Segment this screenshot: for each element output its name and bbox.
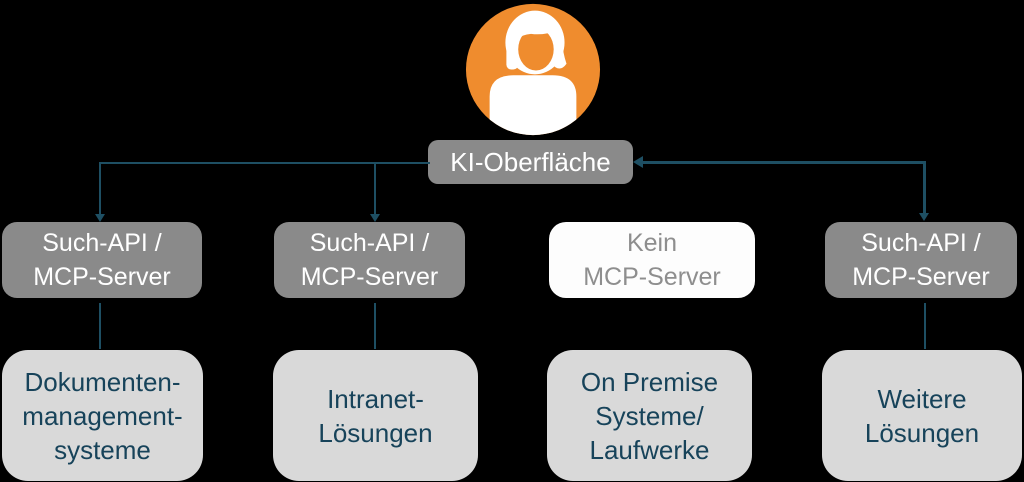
- connector-root-left-horizontal: [99, 162, 430, 164]
- mcp-node-on-premise-kein-server: Kein MCP-Server: [549, 222, 755, 298]
- person-female-icon: [465, 3, 601, 136]
- mcp-node-label: Such-API / MCP-Server: [300, 229, 439, 291]
- system-node-intranet: Intranet- Lösungen: [273, 350, 478, 481]
- mcp-node-dokumentenmanagement: Such-API / MCP-Server: [2, 222, 202, 298]
- connector-col4-to-system-vertical: [924, 303, 926, 349]
- system-node-weitere: Weitere Lösungen: [822, 350, 1022, 481]
- system-node-label: Weitere Lösungen: [864, 383, 980, 448]
- connector-root-right-horizontal: [643, 161, 926, 164]
- arrowhead-down-col2-icon: [370, 214, 380, 222]
- system-node-label: Intranet- Lösungen: [318, 383, 433, 448]
- connector-root-to-col2-vertical: [374, 163, 376, 215]
- connector-root-to-col1-vertical: [99, 163, 101, 215]
- mcp-node-label: Such-API / MCP-Server: [852, 229, 990, 291]
- connector-root-to-col4-vertical: [923, 161, 926, 214]
- connector-col2-to-system-vertical: [374, 303, 376, 349]
- mcp-node-intranet: Such-API / MCP-Server: [274, 222, 465, 298]
- mcp-node-label: Such-API / MCP-Server: [33, 229, 171, 291]
- system-node-label: On Premise Systeme/ Laufwerke: [580, 366, 719, 465]
- system-node-on-premise: On Premise Systeme/ Laufwerke: [547, 350, 752, 481]
- arrowhead-left-root-icon: [633, 156, 643, 168]
- mcp-node-weitere: Such-API / MCP-Server: [825, 222, 1017, 298]
- system-node-dokumentenmanagement: Dokumenten- management- systeme: [2, 350, 203, 481]
- mcp-node-label: Kein MCP-Server: [583, 229, 721, 291]
- root-node-label: KI-Oberfläche: [450, 146, 611, 177]
- user-avatar: [464, 2, 602, 137]
- root-node-ki-oberflaeche: KI-Oberfläche: [428, 140, 633, 184]
- connector-col1-to-system-vertical: [99, 303, 101, 349]
- system-node-label: Dokumenten- management- systeme: [22, 366, 183, 465]
- arrowhead-down-col4-icon: [919, 213, 929, 221]
- arrowhead-down-col1-icon: [95, 214, 105, 222]
